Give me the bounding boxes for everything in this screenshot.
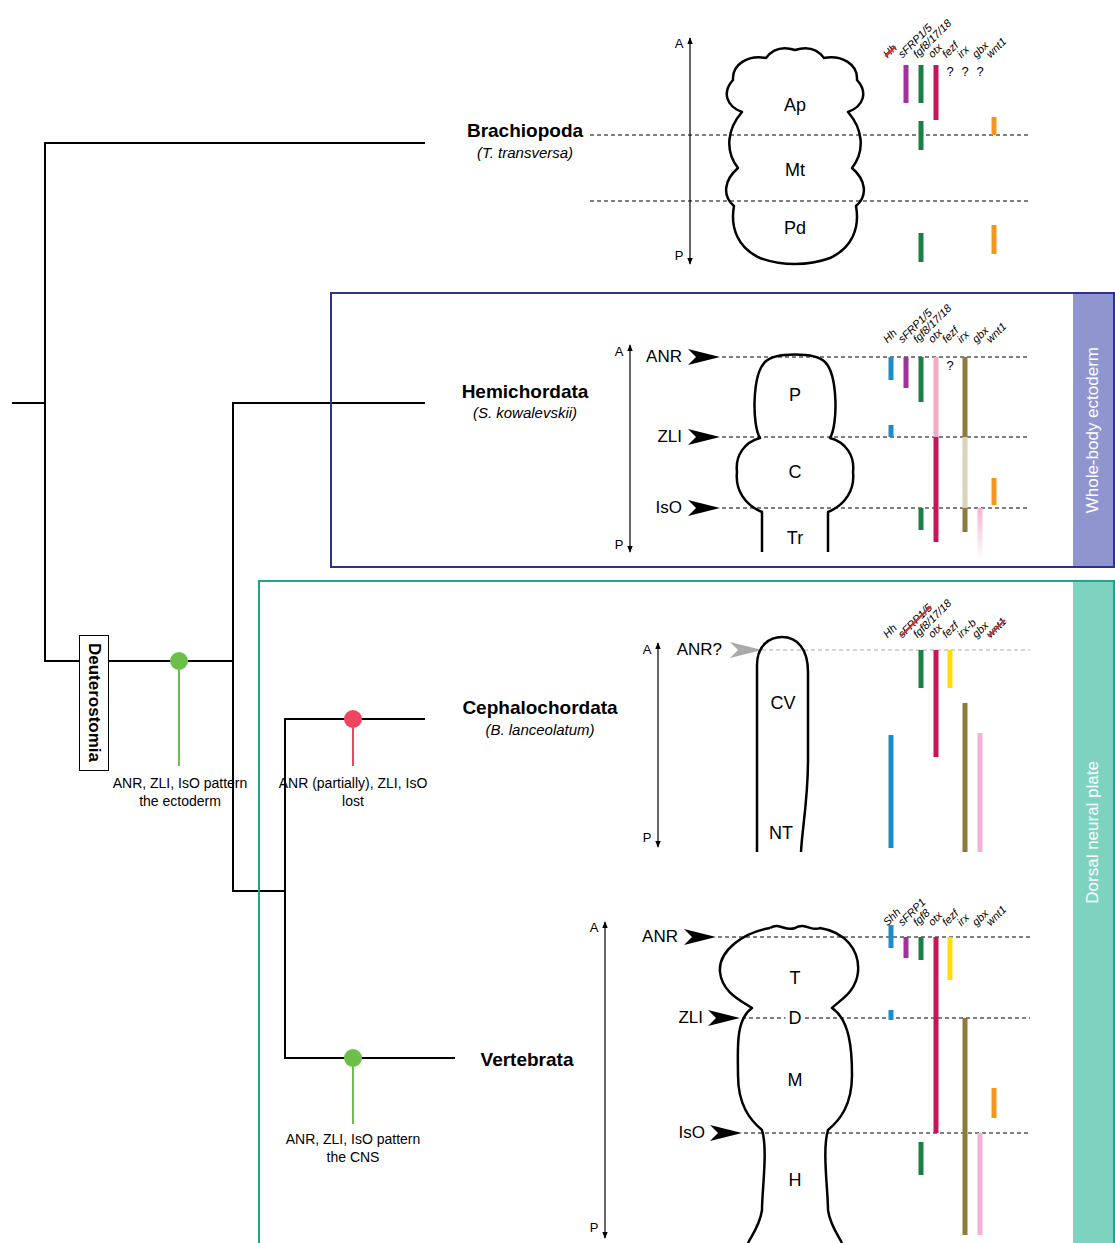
region-label: CV	[770, 693, 795, 714]
boundary-label: ANR	[642, 927, 678, 947]
callout-note: ANR, ZLI, IsO pattern the ectoderm	[104, 774, 256, 810]
taxon-name: Hemichordata	[462, 381, 589, 403]
frame-band: Whole-body ectoderm	[1073, 294, 1113, 566]
axes	[605, 38, 690, 1238]
region-label: D	[786, 1008, 805, 1029]
axis-label: A	[675, 37, 684, 52]
expression-bars	[889, 65, 997, 1235]
gene-name: wnt1	[984, 615, 1009, 640]
frame-title: Whole-body ectoderm	[1083, 347, 1103, 513]
frame-title: Dorsal neural plate	[1083, 761, 1103, 904]
gene-name: wnt1	[984, 903, 1009, 928]
boundary-label: ANR?	[677, 640, 722, 660]
taxon-name: Vertebrata	[481, 1049, 574, 1071]
boundary-label: ANR	[646, 347, 682, 367]
unknown-mark: ?	[961, 65, 968, 80]
clade-box: Deuterostomia	[79, 635, 109, 771]
region-label: Mt	[785, 160, 805, 181]
axis-label: P	[643, 831, 652, 846]
region-label: Ap	[784, 95, 806, 116]
axis-label: P	[590, 1221, 599, 1236]
axis-label: P	[615, 538, 624, 553]
unknown-mark: ?	[946, 359, 953, 374]
unknown-mark: ?	[946, 65, 953, 80]
axis-label: A	[615, 345, 624, 360]
taxon-name: Cephalochordata	[462, 697, 617, 719]
region-label: T	[790, 968, 801, 989]
callout-markers	[170, 652, 362, 1124]
region-label: M	[788, 1070, 803, 1091]
region-label: P	[789, 385, 801, 406]
boundary-label: ZLI	[657, 427, 682, 447]
region-label: Pd	[784, 218, 806, 239]
clade-name: Deuterostomia	[84, 643, 104, 762]
region-label: NT	[769, 823, 793, 844]
axis-label: A	[643, 643, 652, 658]
frame-band: Dorsal neural plate	[1073, 582, 1113, 1243]
axis-label: A	[590, 921, 599, 936]
boundary-label: IsO	[679, 1123, 705, 1143]
unknown-mark: ?	[976, 65, 983, 80]
region-label: Tr	[787, 528, 803, 549]
region-label: C	[789, 462, 802, 483]
region-label: H	[789, 1170, 802, 1191]
callout-note: ANR, ZLI, IsO pattern the CNS	[277, 1130, 429, 1166]
species-name: (S. kowalevskii)	[473, 404, 577, 421]
callout-note: ANR (partially), ZLI, IsO lost	[277, 774, 429, 810]
boundary-label: IsO	[656, 498, 682, 518]
gene-name: wnt1	[984, 320, 1009, 345]
species-name: (B. lanceolatum)	[485, 721, 594, 738]
species-name: (T. transversa)	[477, 144, 573, 161]
boundary-lines	[590, 135, 1030, 1133]
taxon-name: Brachiopoda	[467, 120, 583, 142]
body-outlines	[720, 48, 864, 1243]
axis-label: P	[675, 249, 684, 264]
gene-name: wnt1	[984, 35, 1009, 60]
boundary-label: ZLI	[678, 1008, 703, 1028]
tree	[12, 142, 455, 1059]
